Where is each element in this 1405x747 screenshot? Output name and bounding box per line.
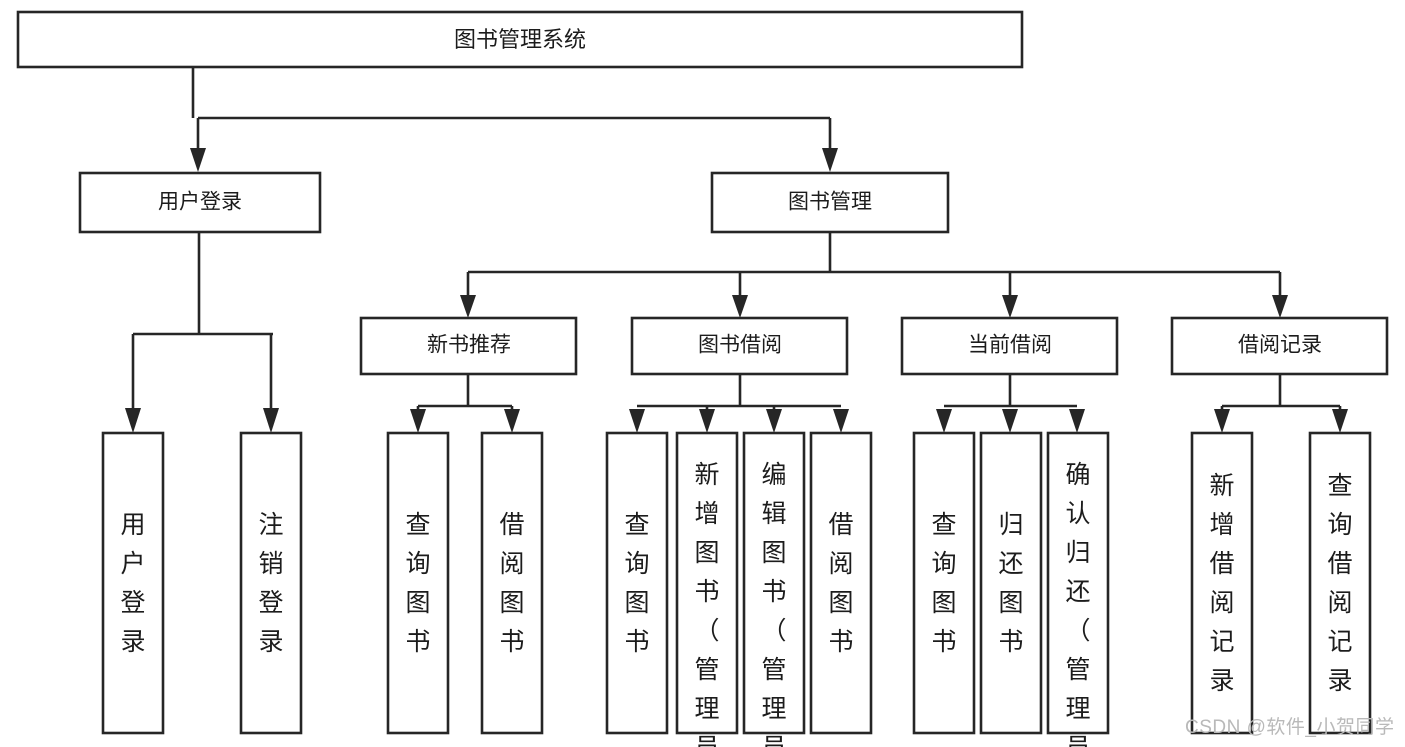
leaf-new-book-1-label: 查询图书 — [405, 511, 430, 656]
leaf-new-book-2[interactable]: 借阅图书 — [480, 431, 544, 735]
leaf-borrow-record-1[interactable]: 新增借阅记录 — [1190, 431, 1254, 735]
leaf-new-book-1-box[interactable] — [386, 431, 450, 735]
node-new-book-recommend-box[interactable] — [359, 316, 578, 376]
node-book-management-box[interactable] — [710, 171, 950, 234]
leaf-current-borrow-2-label: 归还图书 — [998, 511, 1023, 656]
node-book-borrow[interactable]: 图书借阅 — [630, 316, 849, 376]
arrowhead-user-login — [190, 148, 206, 172]
arrowhead-new-book-leaf-2 — [504, 409, 520, 433]
leaf-borrow-record-1-label: 新增借阅记录 — [1209, 472, 1234, 695]
leaf-current-borrow-1-label: 查询图书 — [931, 511, 956, 656]
leaf-user-login-1-box[interactable] — [101, 431, 165, 735]
node-book-management[interactable]: 图书管理 — [710, 171, 950, 234]
arrowhead-current-borrow — [1002, 295, 1018, 318]
leaf-user-login-2-label: 注销登录 — [258, 511, 283, 656]
arrowhead-book-mgmt — [822, 148, 838, 172]
leaf-borrow-record-1-box[interactable] — [1190, 431, 1254, 735]
leaf-current-borrow-3-box[interactable] — [1046, 431, 1110, 735]
arrowhead-user-login-leaf-1 — [125, 408, 141, 433]
leaf-book-borrow-3[interactable]: 编辑图书（管理员） — [742, 431, 806, 747]
leaf-book-borrow-4[interactable]: 借阅图书 — [809, 431, 873, 735]
leaf-book-borrow-2-label: 新增图书（管理员） — [694, 461, 719, 747]
arrowhead-book-borrow-leaf-2 — [699, 409, 715, 433]
leaf-book-borrow-2[interactable]: 新增图书（管理员） — [675, 431, 739, 747]
node-current-borrow[interactable]: 当前借阅 — [900, 316, 1119, 376]
arrowhead-new-book-leaf-1 — [410, 409, 426, 433]
node-current-borrow-label: 当前借阅 — [968, 334, 1052, 357]
arrowhead-current-borrow-leaf-2 — [1002, 409, 1018, 433]
arrowhead-current-borrow-leaf-3 — [1069, 409, 1085, 433]
arrowhead-borrow-record-leaf-1 — [1214, 409, 1230, 433]
node-borrow-record[interactable]: 借阅记录 — [1170, 316, 1389, 376]
arrowhead-user-login-leaf-2 — [263, 408, 279, 433]
leaf-user-login-2[interactable]: 注销登录 — [239, 431, 303, 735]
leaf-current-borrow-1-box[interactable] — [912, 431, 976, 735]
leaf-borrow-record-2-box[interactable] — [1308, 431, 1372, 735]
leaf-user-login-2-box[interactable] — [239, 431, 303, 735]
arrowhead-current-borrow-leaf-1 — [936, 409, 952, 433]
node-book-borrow-label: 图书借阅 — [698, 334, 782, 357]
arrowhead-borrow-record-leaf-2 — [1332, 409, 1348, 433]
leaf-book-borrow-1-box[interactable] — [605, 431, 669, 735]
node-new-book-recommend[interactable]: 新书推荐 — [359, 316, 578, 376]
node-book-borrow-box[interactable] — [630, 316, 849, 376]
leaf-borrow-record-2-label: 查询借阅记录 — [1327, 472, 1352, 695]
leaf-book-borrow-4-box[interactable] — [809, 431, 873, 735]
arrowhead-borrow-record — [1272, 295, 1288, 318]
leaf-current-borrow-3[interactable]: 确认归还（管理员） — [1046, 431, 1110, 747]
node-root-box[interactable] — [16, 10, 1024, 69]
leaf-book-borrow-1-label: 查询图书 — [624, 511, 649, 656]
leaf-book-borrow-3-label: 编辑图书（管理员） — [761, 461, 786, 747]
node-book-management-label: 图书管理 — [788, 191, 872, 214]
leaf-new-book-2-box[interactable] — [480, 431, 544, 735]
watermark-text: CSDN @软件_小贺同学 — [1185, 717, 1395, 738]
leaf-book-borrow-2-box[interactable] — [675, 431, 739, 735]
leaf-current-borrow-1[interactable]: 查询图书 — [912, 431, 976, 735]
leaf-book-borrow-4-label: 借阅图书 — [828, 511, 853, 656]
leaf-borrow-record-2[interactable]: 查询借阅记录 — [1308, 431, 1372, 735]
leaf-current-borrow-3-label: 确认归还（管理员） — [1065, 461, 1090, 747]
leaf-book-borrow-3-box[interactable] — [742, 431, 806, 735]
node-root[interactable]: 图书管理系统 — [16, 10, 1024, 69]
node-user-login-box[interactable] — [78, 171, 322, 234]
leaf-current-borrow-2-box[interactable] — [979, 431, 1043, 735]
leaf-user-login-1[interactable]: 用户登录 — [101, 431, 165, 735]
node-borrow-record-box[interactable] — [1170, 316, 1389, 376]
connector-layer — [125, 67, 1348, 433]
arrowhead-book-borrow-leaf-4 — [833, 409, 849, 433]
node-root-label: 图书管理系统 — [454, 27, 586, 52]
node-new-book-recommend-label: 新书推荐 — [427, 334, 511, 357]
node-borrow-record-label: 借阅记录 — [1238, 334, 1322, 357]
leaf-new-book-2-label: 借阅图书 — [499, 511, 524, 656]
leaf-user-login-1-label: 用户登录 — [120, 511, 145, 656]
node-user-login-label: 用户登录 — [158, 191, 242, 214]
arrowhead-book-borrow-leaf-3 — [766, 409, 782, 433]
node-user-login[interactable]: 用户登录 — [78, 171, 322, 234]
leaf-new-book-1[interactable]: 查询图书 — [386, 431, 450, 735]
leaf-current-borrow-2[interactable]: 归还图书 — [979, 431, 1043, 735]
leaf-book-borrow-1[interactable]: 查询图书 — [605, 431, 669, 735]
arrowhead-book-borrow — [732, 295, 748, 318]
arrowhead-book-borrow-leaf-1 — [629, 409, 645, 433]
node-current-borrow-box[interactable] — [900, 316, 1119, 376]
arrowhead-new-book — [460, 295, 476, 318]
